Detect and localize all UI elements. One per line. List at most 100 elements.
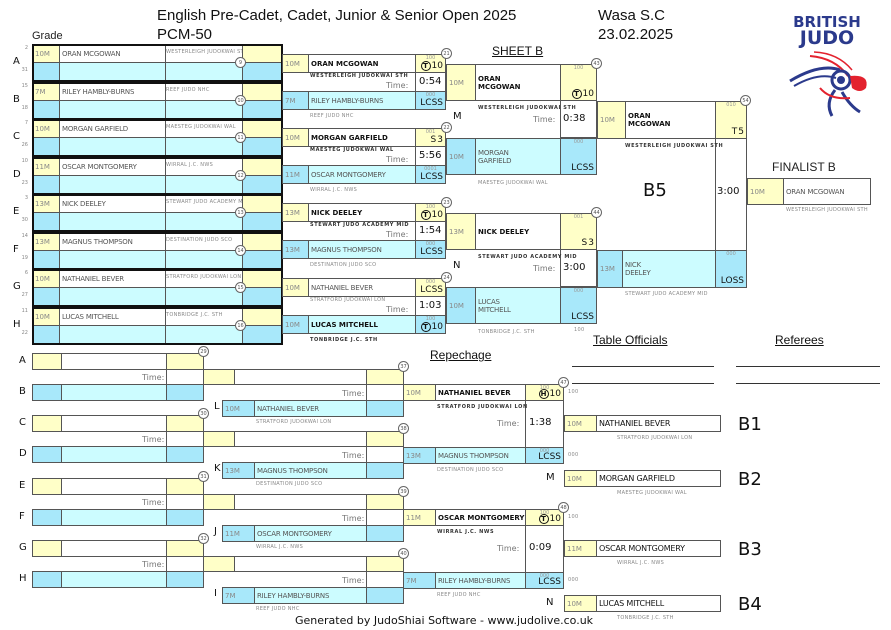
- competitor-name[interactable]: NATHANIEL BEVER: [308, 278, 416, 297]
- pool-letter: B: [13, 94, 20, 105]
- competitor-name[interactable]: LUCAS MITCHELL: [308, 315, 416, 334]
- competitor-slot[interactable]: [61, 509, 167, 526]
- result-cell[interactable]: [366, 587, 404, 604]
- competitor-slot[interactable]: [234, 556, 367, 572]
- competitor-name[interactable]: RILEY HAMBLY-BURNS: [254, 587, 367, 604]
- competitor-name[interactable]: NICK DEELEY: [475, 213, 561, 250]
- match-number-badge: 54: [740, 95, 751, 106]
- competitor-name[interactable]: MAGNUS THOMPSON: [254, 462, 367, 479]
- result-cell[interactable]: [166, 540, 204, 557]
- competitor-name[interactable]: OSCAR MONTGOMERY: [596, 540, 721, 557]
- competitor-name[interactable]: OSCAR MONTGOMERY: [254, 525, 367, 542]
- score-value-group: LCSS: [538, 577, 561, 587]
- result-cell[interactable]: [366, 494, 404, 510]
- british-judo-logo: BRITISH JUDO: [780, 8, 880, 120]
- competitor-name[interactable]: MORGAN GARFIELD: [475, 138, 561, 175]
- result-cell[interactable]: [366, 525, 404, 542]
- competitor-name[interactable]: LUCAS MITCHELL: [475, 287, 561, 324]
- result-cell[interactable]: [166, 571, 204, 588]
- competitor-slot[interactable]: [61, 446, 167, 463]
- club-name: DESTINATION JUDO SCO: [310, 262, 377, 268]
- competitor-name[interactable]: NICK DEELEY: [308, 203, 416, 222]
- competitor-name[interactable]: ORAN MCGOWAN: [783, 178, 871, 205]
- competitor-slot[interactable]: [234, 494, 367, 510]
- grade-cell: [203, 494, 235, 510]
- seed-number: 11: [21, 308, 28, 314]
- club-name: WIRRAL J.C. NWS: [310, 187, 358, 193]
- time-label: Time:: [142, 498, 165, 507]
- entrant-letter: L: [214, 401, 220, 412]
- competitor-name[interactable]: MAGNUS THOMPSON: [435, 447, 526, 464]
- score-mark-icon: T: [538, 514, 549, 524]
- time-cell: 3:00: [715, 138, 747, 251]
- pool-letter: D: [13, 169, 21, 180]
- result-cell[interactable]: [366, 369, 404, 385]
- grade-label: Grade: [32, 30, 63, 42]
- club-name: STRATFORD JUDOKWAI LON: [310, 297, 386, 303]
- competitor-name[interactable]: ORAN MCGOWAN: [625, 101, 716, 139]
- result-cell[interactable]: [166, 415, 204, 432]
- result-cell[interactable]: [166, 353, 204, 370]
- competitor-name[interactable]: RILEY HAMBLY-BURNS: [435, 572, 526, 589]
- time-label: Time:: [533, 264, 556, 273]
- competitor-slot[interactable]: [234, 369, 367, 385]
- competitor-name[interactable]: LUCAS MITCHELL: [596, 595, 721, 612]
- competitor-name[interactable]: MORGAN GARFIELD: [308, 128, 416, 147]
- result-cell[interactable]: [166, 384, 204, 401]
- match-number-badge: 31: [198, 471, 209, 482]
- score-mark-icon: H: [538, 389, 549, 399]
- competitor-slot[interactable]: [61, 353, 167, 370]
- result-cell[interactable]: [366, 400, 404, 417]
- competitor-name[interactable]: ORAN MCGOWAN: [308, 54, 416, 73]
- seed-number: 22: [21, 330, 28, 336]
- competitor-slot[interactable]: [61, 540, 167, 557]
- competitor-name[interactable]: NATHANIEL BEVER: [596, 415, 721, 432]
- score-value-group: LCSS: [571, 312, 594, 322]
- competitor-name[interactable]: OSCAR MONTGOMERY: [308, 165, 416, 184]
- competitor-name[interactable]: NATHANIEL BEVER: [254, 400, 367, 417]
- result-cell[interactable]: [166, 509, 204, 526]
- competitor-name[interactable]: NATHANIEL BEVER: [435, 384, 526, 401]
- grade-cell: 10M: [222, 400, 255, 417]
- competitor-slot[interactable]: [234, 431, 367, 447]
- competitor-slot[interactable]: [61, 478, 167, 495]
- result-cell[interactable]: [166, 478, 204, 495]
- score-value-group: LCSS: [538, 452, 561, 462]
- score-value: 10: [431, 322, 443, 332]
- competitor-slot[interactable]: [61, 415, 167, 432]
- competitor-name[interactable]: OSCAR MONTGOMERY: [435, 509, 526, 526]
- result-cell[interactable]: [166, 446, 204, 463]
- competitor-slot[interactable]: [61, 571, 167, 588]
- competitor-name[interactable]: RILEY HAMBLY-BURNS: [308, 91, 416, 110]
- result-cell[interactable]: [366, 556, 404, 572]
- competitor-name[interactable]: ORAN MCGOWAN: [475, 64, 561, 101]
- competitor-slot[interactable]: [61, 384, 167, 401]
- svg-text:BRITISH: BRITISH: [793, 13, 861, 31]
- competitor-name[interactable]: MAGNUS THOMPSON: [308, 240, 416, 259]
- competitor-name[interactable]: NICK DEELEY: [622, 250, 716, 288]
- competitor-name[interactable]: MORGAN GARFIELD: [596, 470, 721, 487]
- grade-cell: [32, 446, 62, 463]
- grade-cell: 13M: [403, 447, 436, 464]
- match-number-badge: 47: [558, 377, 569, 388]
- result-cell[interactable]: [366, 462, 404, 479]
- result-cell[interactable]: [366, 431, 404, 447]
